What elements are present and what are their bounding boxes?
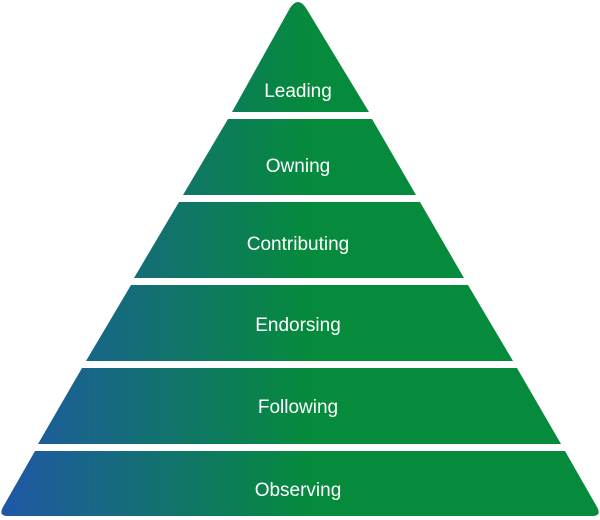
pyramid-tier-following: Following (38, 368, 561, 444)
tier-shape (232, 2, 369, 112)
tier-shape (1, 451, 599, 516)
tier-label-endorsing: Endorsing (255, 315, 341, 336)
tier-label-leading: Leading (264, 81, 332, 102)
pyramid-tier-endorsing: Endorsing (86, 285, 513, 361)
pyramid-tier-owning: Owning (183, 119, 416, 195)
tier-shape (86, 285, 513, 361)
tier-label-following: Following (258, 397, 338, 418)
pyramid-tier-leading: Leading (232, 2, 369, 112)
tier-label-contributing: Contributing (247, 234, 349, 255)
tier-shape (183, 119, 416, 195)
tier-shape (38, 368, 561, 444)
tier-shape (134, 202, 464, 278)
tier-label-owning: Owning (266, 156, 330, 177)
tier-label-observing: Observing (255, 480, 342, 501)
pyramid-tier-observing: Observing (1, 451, 599, 516)
pyramid-tier-contributing: Contributing (134, 202, 464, 278)
